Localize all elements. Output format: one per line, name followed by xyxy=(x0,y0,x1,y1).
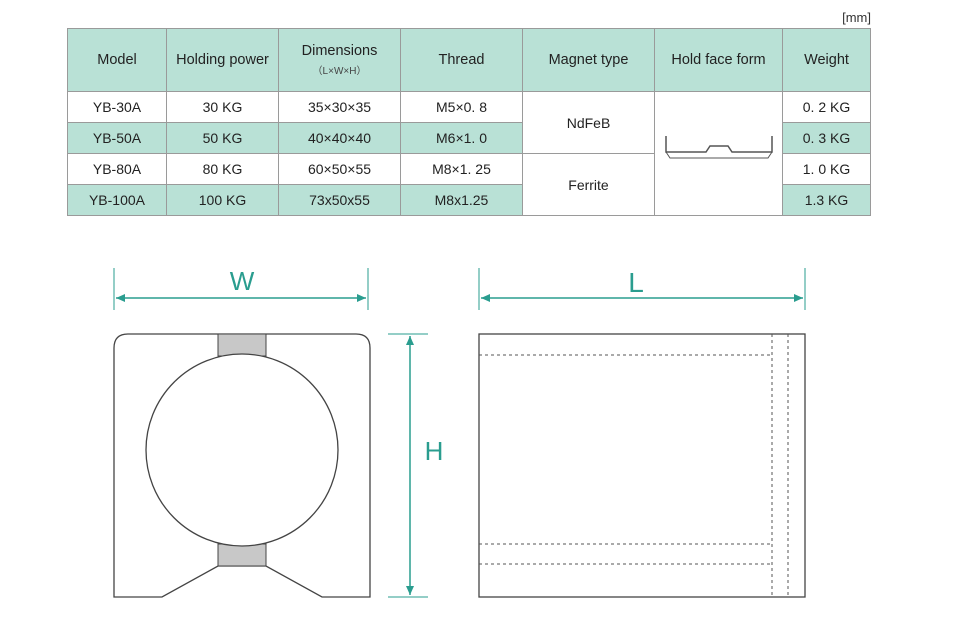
header-dimensions-label: Dimensions xyxy=(301,43,378,59)
cell-model: YB-50A xyxy=(67,122,167,154)
header-holding-power: Holding power xyxy=(166,28,279,92)
cell-weight: 1.3 KG xyxy=(782,184,871,216)
cell-thread: M8×1. 25 xyxy=(400,153,523,185)
header-weight: Weight xyxy=(782,28,871,92)
side-view xyxy=(478,333,806,598)
cell-dimensions: 40×40×40 xyxy=(278,122,401,154)
width-label: W xyxy=(230,266,255,296)
spec-table: Model Holding power Dimensions （L×W×H） T… xyxy=(67,28,871,216)
cell-model: YB-30A xyxy=(67,91,167,123)
table-header-row: Model Holding power Dimensions （L×W×H） T… xyxy=(67,28,871,92)
cell-magnet-ndfeb: NdFeB xyxy=(522,91,655,154)
hold-face-profile-icon xyxy=(664,136,773,159)
bottom-insert xyxy=(217,543,267,567)
height-label: H xyxy=(425,436,444,466)
header-dimensions: Dimensions （L×W×H） xyxy=(278,28,401,92)
table-row: YB-80A 80 KG 60×50×55 M8×1. 25 Ferrite 1… xyxy=(67,153,871,216)
cell-holding-power: 100 KG xyxy=(166,184,279,216)
cell-dimensions: 73x50x55 xyxy=(278,184,401,216)
cell-dimensions: 35×30×35 xyxy=(278,91,401,123)
header-magnet-type: Magnet type xyxy=(522,28,655,92)
table-row: YB-50A 50 KG 40×40×40 M6×1. 0 0. 3 KG xyxy=(67,122,871,154)
width-dimension: W xyxy=(113,266,369,310)
table-row: YB-30A 30 KG 35×30×35 M5×0. 8 NdFeB 0. 2… xyxy=(67,91,871,216)
cell-model: YB-80A xyxy=(67,153,167,185)
front-view xyxy=(113,333,371,598)
unit-note: [mm] xyxy=(842,10,871,25)
length-dimension: L xyxy=(478,267,806,310)
cell-model: YB-100A xyxy=(67,184,167,216)
table-row: YB-100A 100 KG 73x50x55 M8x1.25 1.3 KG xyxy=(67,184,871,216)
cell-weight: 0. 3 KG xyxy=(782,122,871,154)
cell-hold-face-form xyxy=(654,91,783,216)
header-thread: Thread xyxy=(400,28,523,92)
cell-holding-power: 50 KG xyxy=(166,122,279,154)
height-dimension: H xyxy=(388,333,444,598)
cell-holding-power: 30 KG xyxy=(166,91,279,123)
header-dimensions-sub: （L×W×H） xyxy=(312,66,367,77)
cell-magnet-ferrite: Ferrite xyxy=(522,153,655,216)
cell-thread: M8x1.25 xyxy=(400,184,523,216)
length-label: L xyxy=(628,267,644,298)
workpiece-circle xyxy=(145,353,339,547)
cell-thread: M6×1. 0 xyxy=(400,122,523,154)
top-insert xyxy=(217,333,267,357)
